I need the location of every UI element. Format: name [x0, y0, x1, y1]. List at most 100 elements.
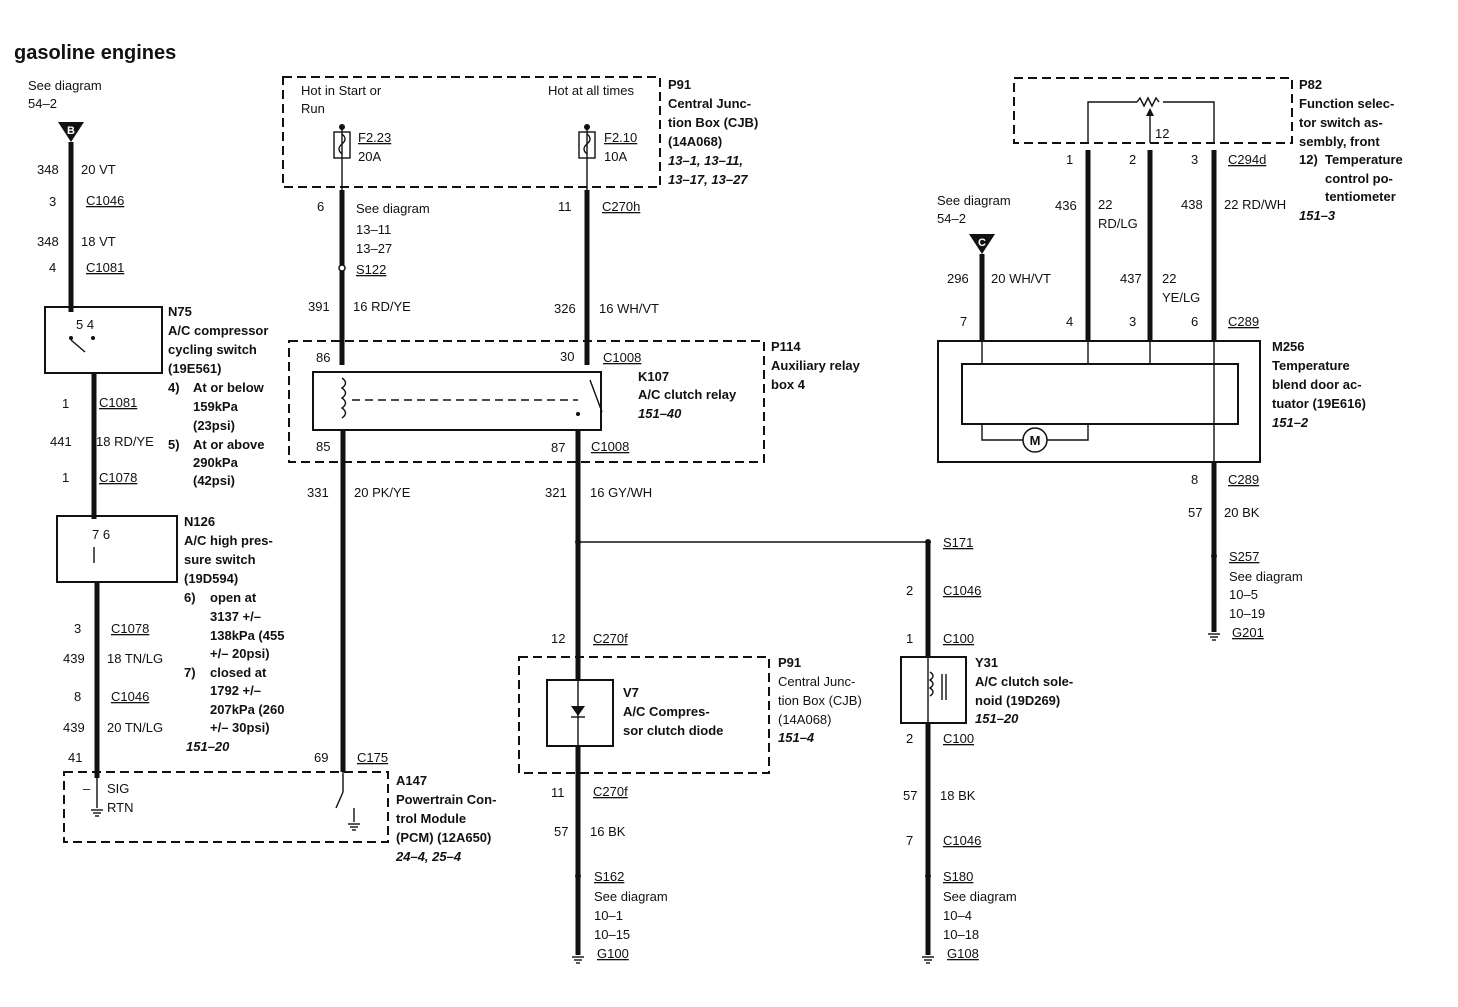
see-diagram-label: See diagram	[943, 889, 1017, 904]
splice-id: S122	[356, 262, 386, 277]
connector-pin: 4	[49, 260, 56, 275]
connector-id: C100	[943, 731, 974, 746]
k107-relay-box	[312, 371, 602, 431]
pcm-module: – SIG RTN 69 C175 A147 Powertrain Con- t…	[63, 750, 496, 864]
page-ref: 151–20	[975, 711, 1019, 726]
connector-c-icon	[969, 234, 995, 254]
see-diagram-ref: 13–27	[356, 241, 392, 256]
note: +/– 30psi)	[210, 720, 270, 735]
note-num: 5)	[168, 437, 180, 452]
splice-id: S171	[943, 535, 973, 550]
note: At or below	[193, 380, 265, 395]
component-name: A/C clutch sole-	[975, 674, 1073, 689]
connector-letter: C	[978, 237, 986, 249]
component-part: (19E561)	[168, 361, 221, 376]
see-diagram-label: See diagram	[28, 78, 102, 93]
wire-gauge: 18 RD/YE	[96, 434, 154, 449]
potentiometer-icon	[1136, 96, 1160, 108]
component-name: sure switch	[184, 552, 256, 567]
connector-id: C289	[1228, 472, 1259, 487]
component-name: A/C high pres-	[184, 533, 273, 548]
note: At or above	[193, 437, 265, 452]
hot-label: Run	[301, 101, 325, 116]
pcm-pin: 69	[314, 750, 328, 765]
component-name: A/C clutch relay	[638, 387, 737, 402]
connector-pin: 11	[551, 785, 565, 800]
page-title: gasoline engines	[14, 42, 176, 64]
see-diagram-label: See diagram	[937, 193, 1011, 208]
wire-gauge: 20 VT	[81, 162, 116, 177]
wire-gauge: 22	[1162, 271, 1176, 286]
page-ref: 151–20	[186, 739, 230, 754]
page-ref: 24–4, 25–4	[395, 849, 462, 864]
connector-pin: 3	[74, 621, 81, 636]
connector-pin: 3	[1129, 314, 1136, 329]
note: (42psi)	[193, 473, 235, 488]
connector-id: C1046	[943, 583, 981, 598]
splice-s122	[338, 264, 346, 272]
m256-actuator: M M256 Temperature blend door ac- tuator…	[937, 339, 1366, 463]
component-name: Powertrain Con-	[396, 792, 496, 807]
note: (23psi)	[193, 418, 235, 433]
component-id: P114	[771, 339, 801, 354]
pcm-pin: 41	[68, 750, 82, 765]
component-part: (14A068)	[778, 712, 831, 727]
connector-id: C1008	[603, 350, 641, 365]
wire-gauge: 16 WH/VT	[599, 301, 659, 316]
connector-pin: 7	[906, 833, 913, 848]
wire-number: 326	[554, 301, 576, 316]
pcm-sig: SIG	[107, 781, 129, 796]
connector-id: C1078	[99, 470, 137, 485]
fuse-amp: 10A	[604, 149, 627, 164]
connector-b-icon	[58, 122, 84, 142]
component-name: blend door ac-	[1272, 377, 1362, 392]
component-id: A147	[396, 773, 427, 788]
wire-gauge: 18 TN/LG	[107, 651, 163, 666]
p82-switch: 12 P82 Function selec- tor switch as- se…	[1013, 77, 1403, 223]
wire-gauge: 20 TN/LG	[107, 720, 163, 735]
component-name: sembly, front	[1299, 134, 1380, 149]
relay-pin: 85	[316, 439, 330, 454]
wire-number: 391	[308, 299, 330, 314]
relay-coil-icon	[340, 377, 347, 419]
note: tentiometer	[1325, 189, 1396, 204]
y31-solenoid-box	[900, 656, 967, 724]
connector-pin: 1	[906, 631, 913, 646]
see-diagram-ref: 10–15	[594, 927, 630, 942]
ground-id: G108	[947, 946, 979, 961]
ground-id: G201	[1232, 625, 1264, 640]
note: closed at	[210, 665, 267, 680]
splice-id: S162	[594, 869, 624, 884]
page-ref: 151–3	[1299, 208, 1336, 223]
component-id: M256	[1272, 339, 1305, 354]
cjb-dashed-box	[282, 76, 661, 188]
fuse-icon	[333, 131, 351, 159]
component-id: P91	[778, 655, 801, 670]
wire-gauge: 16 BK	[590, 824, 626, 839]
pcm-rtn: RTN	[107, 800, 133, 815]
component-id: P91	[668, 77, 691, 92]
component-name: Central Junc-	[668, 96, 751, 111]
see-diagram-ref: 54–2	[937, 211, 966, 226]
note: 138kPa (455	[210, 628, 284, 643]
connector-pin: 2	[906, 731, 913, 746]
relay-box: 86 30 C1008 K107 A/C clutch relay 151–40…	[288, 339, 861, 463]
motor-label: M	[1030, 433, 1041, 448]
component-part: (19D594)	[184, 571, 238, 586]
wire-number: 348	[37, 234, 59, 249]
relay-pin: 87	[551, 440, 565, 455]
connector-pin: 2	[1129, 152, 1136, 167]
cjb-top: Hot in Start or Run Hot at all times F2.…	[282, 76, 758, 190]
splice-id: S257	[1229, 549, 1259, 564]
pot-pin: 12	[1155, 126, 1169, 141]
pcm-switch-icon	[335, 791, 344, 809]
see-diagram-ref: 10–5	[1229, 587, 1258, 602]
switch-pins: 7 6	[92, 527, 110, 542]
note: 290kPa	[193, 455, 239, 470]
component-name: A/C Compres-	[623, 704, 710, 719]
connector-pin: 8	[74, 689, 81, 704]
n126-switch-box	[56, 515, 178, 583]
component-name: A/C compressor	[168, 323, 268, 338]
n75-switch-box	[44, 306, 163, 374]
component-part: (14A068)	[668, 134, 722, 149]
